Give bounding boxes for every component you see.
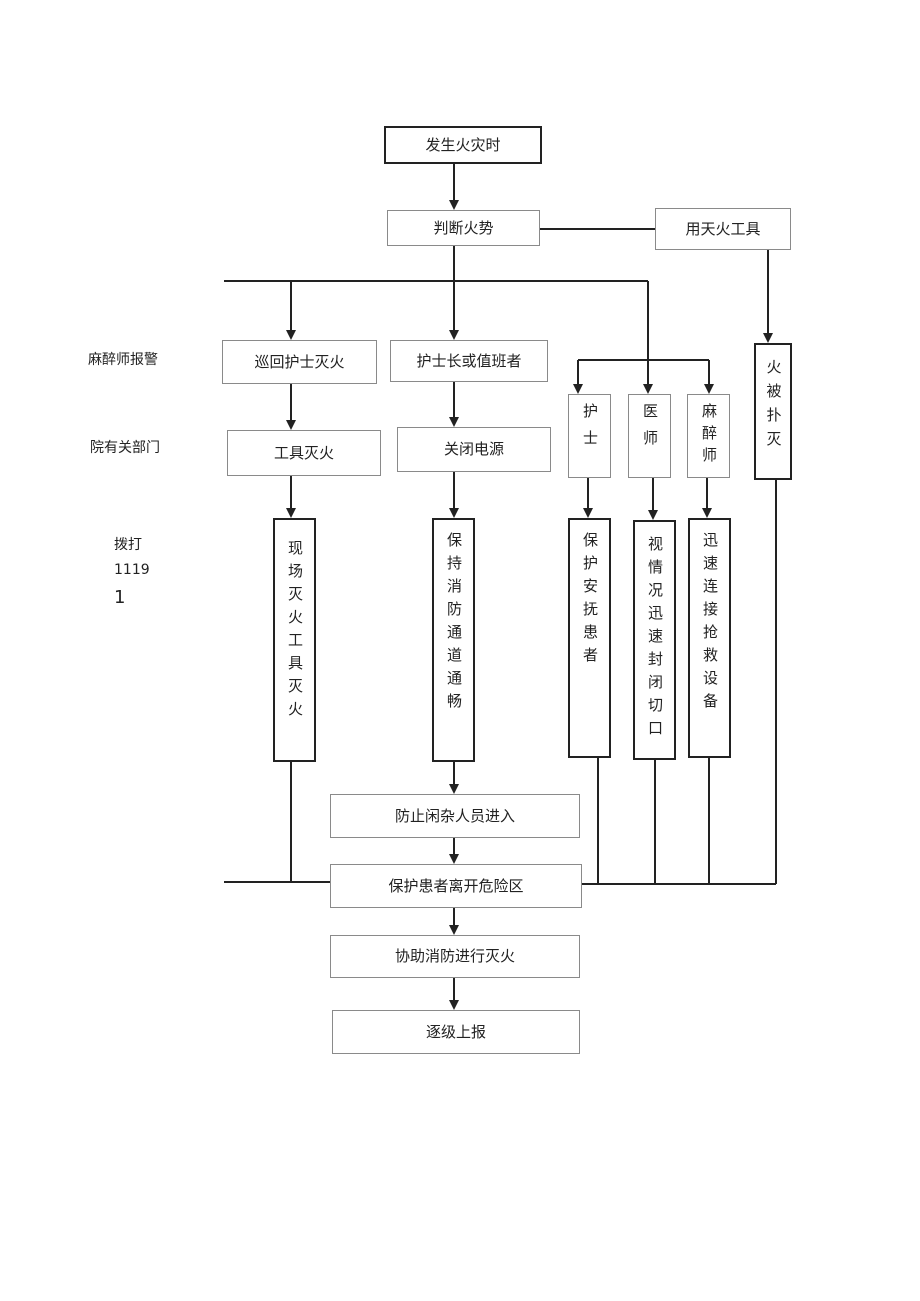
node-label: 判断火势 xyxy=(433,218,494,237)
side-label-dial-number: 1119 xyxy=(114,562,150,578)
node-close-incision: 视情况迅速封闭切口 xyxy=(633,520,676,760)
node-onsite-tools: 现场灭火工具灭火 xyxy=(273,518,316,762)
node-label: 护士 xyxy=(581,403,599,457)
node-doctor: 医师 xyxy=(628,394,671,478)
node-label: 迅速连接抢救设备 xyxy=(701,532,719,716)
node-assist-fire: 协助消防进行灭火 xyxy=(330,935,580,978)
node-label: 保持消防通道通畅 xyxy=(445,532,463,716)
node-label: 防止闲杂人员进入 xyxy=(394,806,515,825)
node-label: 保护患者离开危险区 xyxy=(388,876,524,895)
node-label: 逐级上报 xyxy=(425,1022,486,1041)
node-label: 巡回护士灭火 xyxy=(254,352,345,371)
node-fire-out: 火被扑灭 xyxy=(754,343,792,480)
node-label: 保护安抚患者 xyxy=(581,532,599,670)
node-label: 工具灭火 xyxy=(273,443,334,462)
node-cut-power: 关闭电源 xyxy=(397,427,551,472)
node-label: 视情况迅速封闭切口 xyxy=(646,536,664,743)
node-tool-extinguish: 工具灭火 xyxy=(227,430,381,476)
node-label: 现场灭火工具灭火 xyxy=(286,540,304,724)
side-label-anesthetist-alarm: 麻醉师报警 xyxy=(88,352,158,368)
node-label: 麻醉师 xyxy=(700,403,718,469)
node-label: 协助消防进行灭火 xyxy=(394,947,515,965)
node-head-nurse: 护士长或值班者 xyxy=(390,340,548,382)
node-nurse: 护士 xyxy=(568,394,611,478)
node-protect-patient: 保护患者离开危险区 xyxy=(330,864,582,908)
node-judge-fire: 判断火势 xyxy=(387,210,540,246)
node-label: 护士长或值班者 xyxy=(416,351,522,370)
side-label-dial-number-end: 1 xyxy=(114,587,126,608)
node-patrol-nurse: 巡回护士灭火 xyxy=(222,340,377,384)
node-protect-comfort: 保护安抚患者 xyxy=(568,518,611,758)
node-label: 用天火工具 xyxy=(685,219,761,238)
node-use-extinguisher: 用天火工具 xyxy=(655,208,791,250)
node-label: 火被扑灭 xyxy=(764,359,783,455)
side-label-dial: 拨打 xyxy=(114,537,142,553)
node-label: 发生火灾时 xyxy=(425,135,501,154)
node-fire-occurs: 发生火灾时 xyxy=(384,126,542,164)
side-label-hospital-dept: 院有关部门 xyxy=(90,440,160,456)
node-label: 医师 xyxy=(641,403,659,457)
node-report-up: 逐级上报 xyxy=(332,1010,580,1054)
node-prevent-entry: 防止闲杂人员进入 xyxy=(330,794,580,838)
node-anesthetist: 麻醉师 xyxy=(687,394,730,478)
node-label: 关闭电源 xyxy=(443,440,504,458)
node-connect-rescue: 迅速连接抢救设备 xyxy=(688,518,731,758)
node-keep-passage: 保持消防通道通畅 xyxy=(432,518,475,762)
